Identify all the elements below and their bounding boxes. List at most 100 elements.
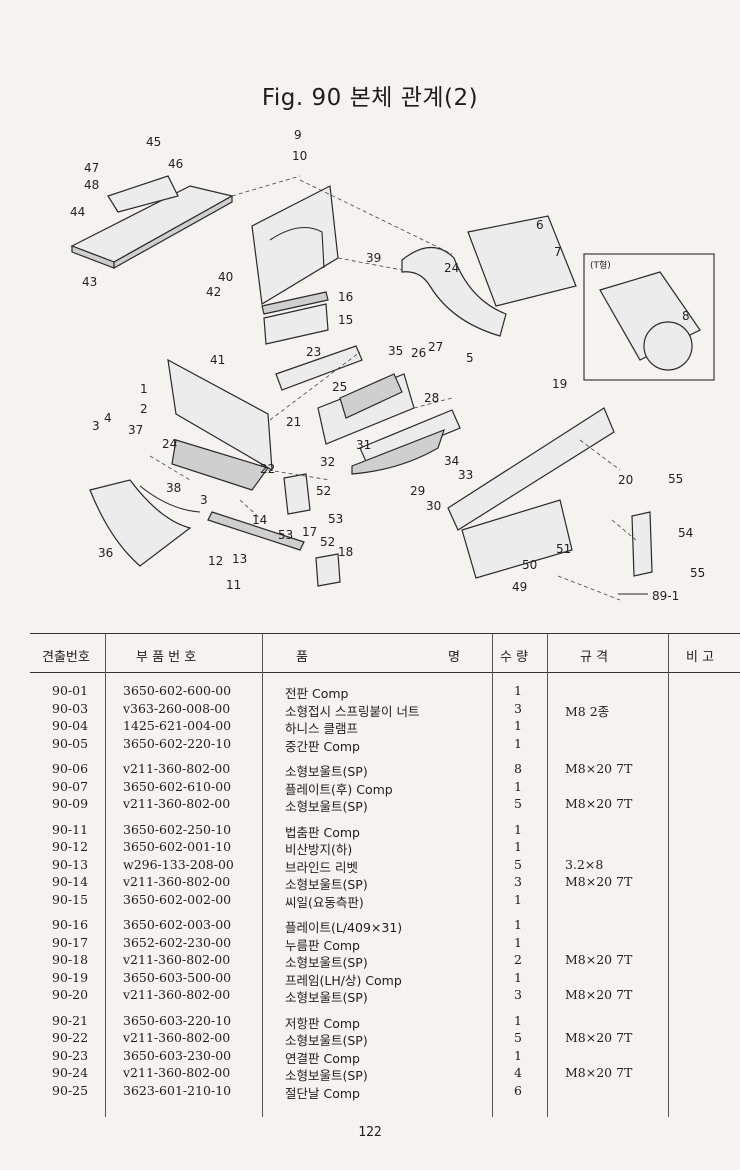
spec: M8×20 7T (565, 874, 633, 889)
part-name: 저항판 Comp (285, 1015, 360, 1031)
callout-label: 6 (536, 218, 544, 232)
part-name: 씨일(요동측판) (285, 894, 364, 910)
callout-label: 19 (552, 377, 567, 391)
callout-label: 18 (338, 545, 353, 559)
ref-number: 90-11 (52, 821, 89, 837)
callout-label: 16 (338, 290, 353, 304)
bracket-52 (283, 473, 311, 515)
callout-label: 37 (128, 423, 143, 437)
column-divider (547, 633, 548, 1117)
ref-number: 90-05 (52, 735, 89, 751)
quantity: 1 (514, 1047, 522, 1063)
callout-label: 89-1 (652, 589, 679, 603)
ref-number: 90-25 (52, 1082, 89, 1098)
callout-label: 33 (458, 468, 473, 482)
header-spec: 규 격 (580, 650, 609, 665)
inset-disc (643, 321, 693, 371)
part-number: 3650-602-220-10 (123, 735, 232, 751)
spec: M8×20 7T (565, 1030, 633, 1045)
frame-box-7 (467, 215, 577, 307)
quantity: 1 (514, 934, 522, 950)
spec: M8×20 7T (565, 796, 633, 811)
callout-label: 55 (690, 566, 705, 580)
part-number: v211-360-802-00 (123, 874, 231, 889)
bracket-54 (631, 511, 653, 577)
callout-label: 28 (424, 391, 439, 405)
callout-label: 15 (338, 313, 353, 327)
exploded-parts-diagram: 45 46 47 48 44 43 9 10 39 40 42 16 15 41… (70, 128, 715, 603)
part-number: w296-133-208-00 (123, 856, 234, 872)
quantity: 1 (514, 735, 522, 751)
ref-number: 90-17 (52, 934, 89, 950)
part-number: 3650-603-500-00 (123, 969, 232, 985)
part-number: v211-360-802-00 (123, 761, 231, 776)
inset-frame (583, 253, 715, 381)
callout-label: 53 (328, 512, 343, 526)
callout-label: 17 (302, 525, 317, 539)
part-number: 3650-602-600-00 (123, 683, 232, 698)
part-name: 브라인드 리벳 (285, 859, 358, 875)
callout-label: 47 (84, 161, 99, 175)
callout-label: 21 (286, 415, 301, 429)
part-name: 중간판 Comp (285, 738, 360, 754)
callout-label: 14 (252, 513, 267, 527)
header-no: 견출번호 (42, 650, 90, 665)
ref-number: 90-03 (52, 700, 89, 716)
quantity: 1 (514, 683, 522, 698)
ref-number: 90-16 (52, 917, 89, 932)
quantity: 1 (514, 778, 522, 794)
callout-label: 12 (208, 554, 223, 568)
callout-label: 39 (366, 251, 381, 265)
part-number: v211-360-802-00 (123, 1065, 231, 1080)
guide-36 (89, 479, 192, 567)
quantity: 1 (514, 1012, 522, 1028)
part-name: 누름판 Comp (285, 937, 360, 953)
quantity: 2 (514, 952, 522, 967)
header-qty: 수 량 (500, 650, 529, 665)
ref-number: 90-14 (52, 874, 89, 889)
spec: M8×20 7T (565, 987, 633, 1002)
plate-43 (70, 175, 234, 270)
ref-number: 90-01 (52, 683, 89, 698)
header-remark: 비 고 (686, 650, 715, 665)
part-name: 소형보울트(SP) (285, 990, 368, 1005)
strip-16 (261, 291, 329, 315)
part-number: 3652-602-230-00 (123, 934, 232, 950)
ref-number: 90-06 (52, 761, 89, 776)
callout-label: 52 (316, 484, 331, 498)
blade-31 (351, 428, 445, 475)
plate-25 (339, 373, 403, 419)
part-number: 3623-601-210-10 (123, 1082, 232, 1098)
callout-label: 13 (232, 552, 247, 566)
callout-label: 32 (320, 455, 335, 469)
callout-label: 11 (226, 578, 241, 592)
plate-23 (275, 345, 363, 391)
bracket-18 (315, 553, 341, 587)
quantity: 1 (514, 839, 522, 854)
ref-number: 90-24 (52, 1065, 89, 1080)
part-name: 소형보울트(SP) (285, 877, 368, 892)
guide-38 (139, 485, 201, 513)
inset-label: (T형) (590, 260, 611, 271)
page-number: 122 (358, 1125, 382, 1140)
part-name: 플레이트(L/409×31) (285, 920, 403, 935)
callout-label: 1 (140, 382, 148, 396)
callout-label: 35 (388, 344, 403, 358)
ref-number: 90-15 (52, 891, 89, 907)
plate-15 (263, 303, 329, 345)
quantity: 8 (514, 761, 522, 776)
callout-label: 4 (104, 411, 112, 425)
